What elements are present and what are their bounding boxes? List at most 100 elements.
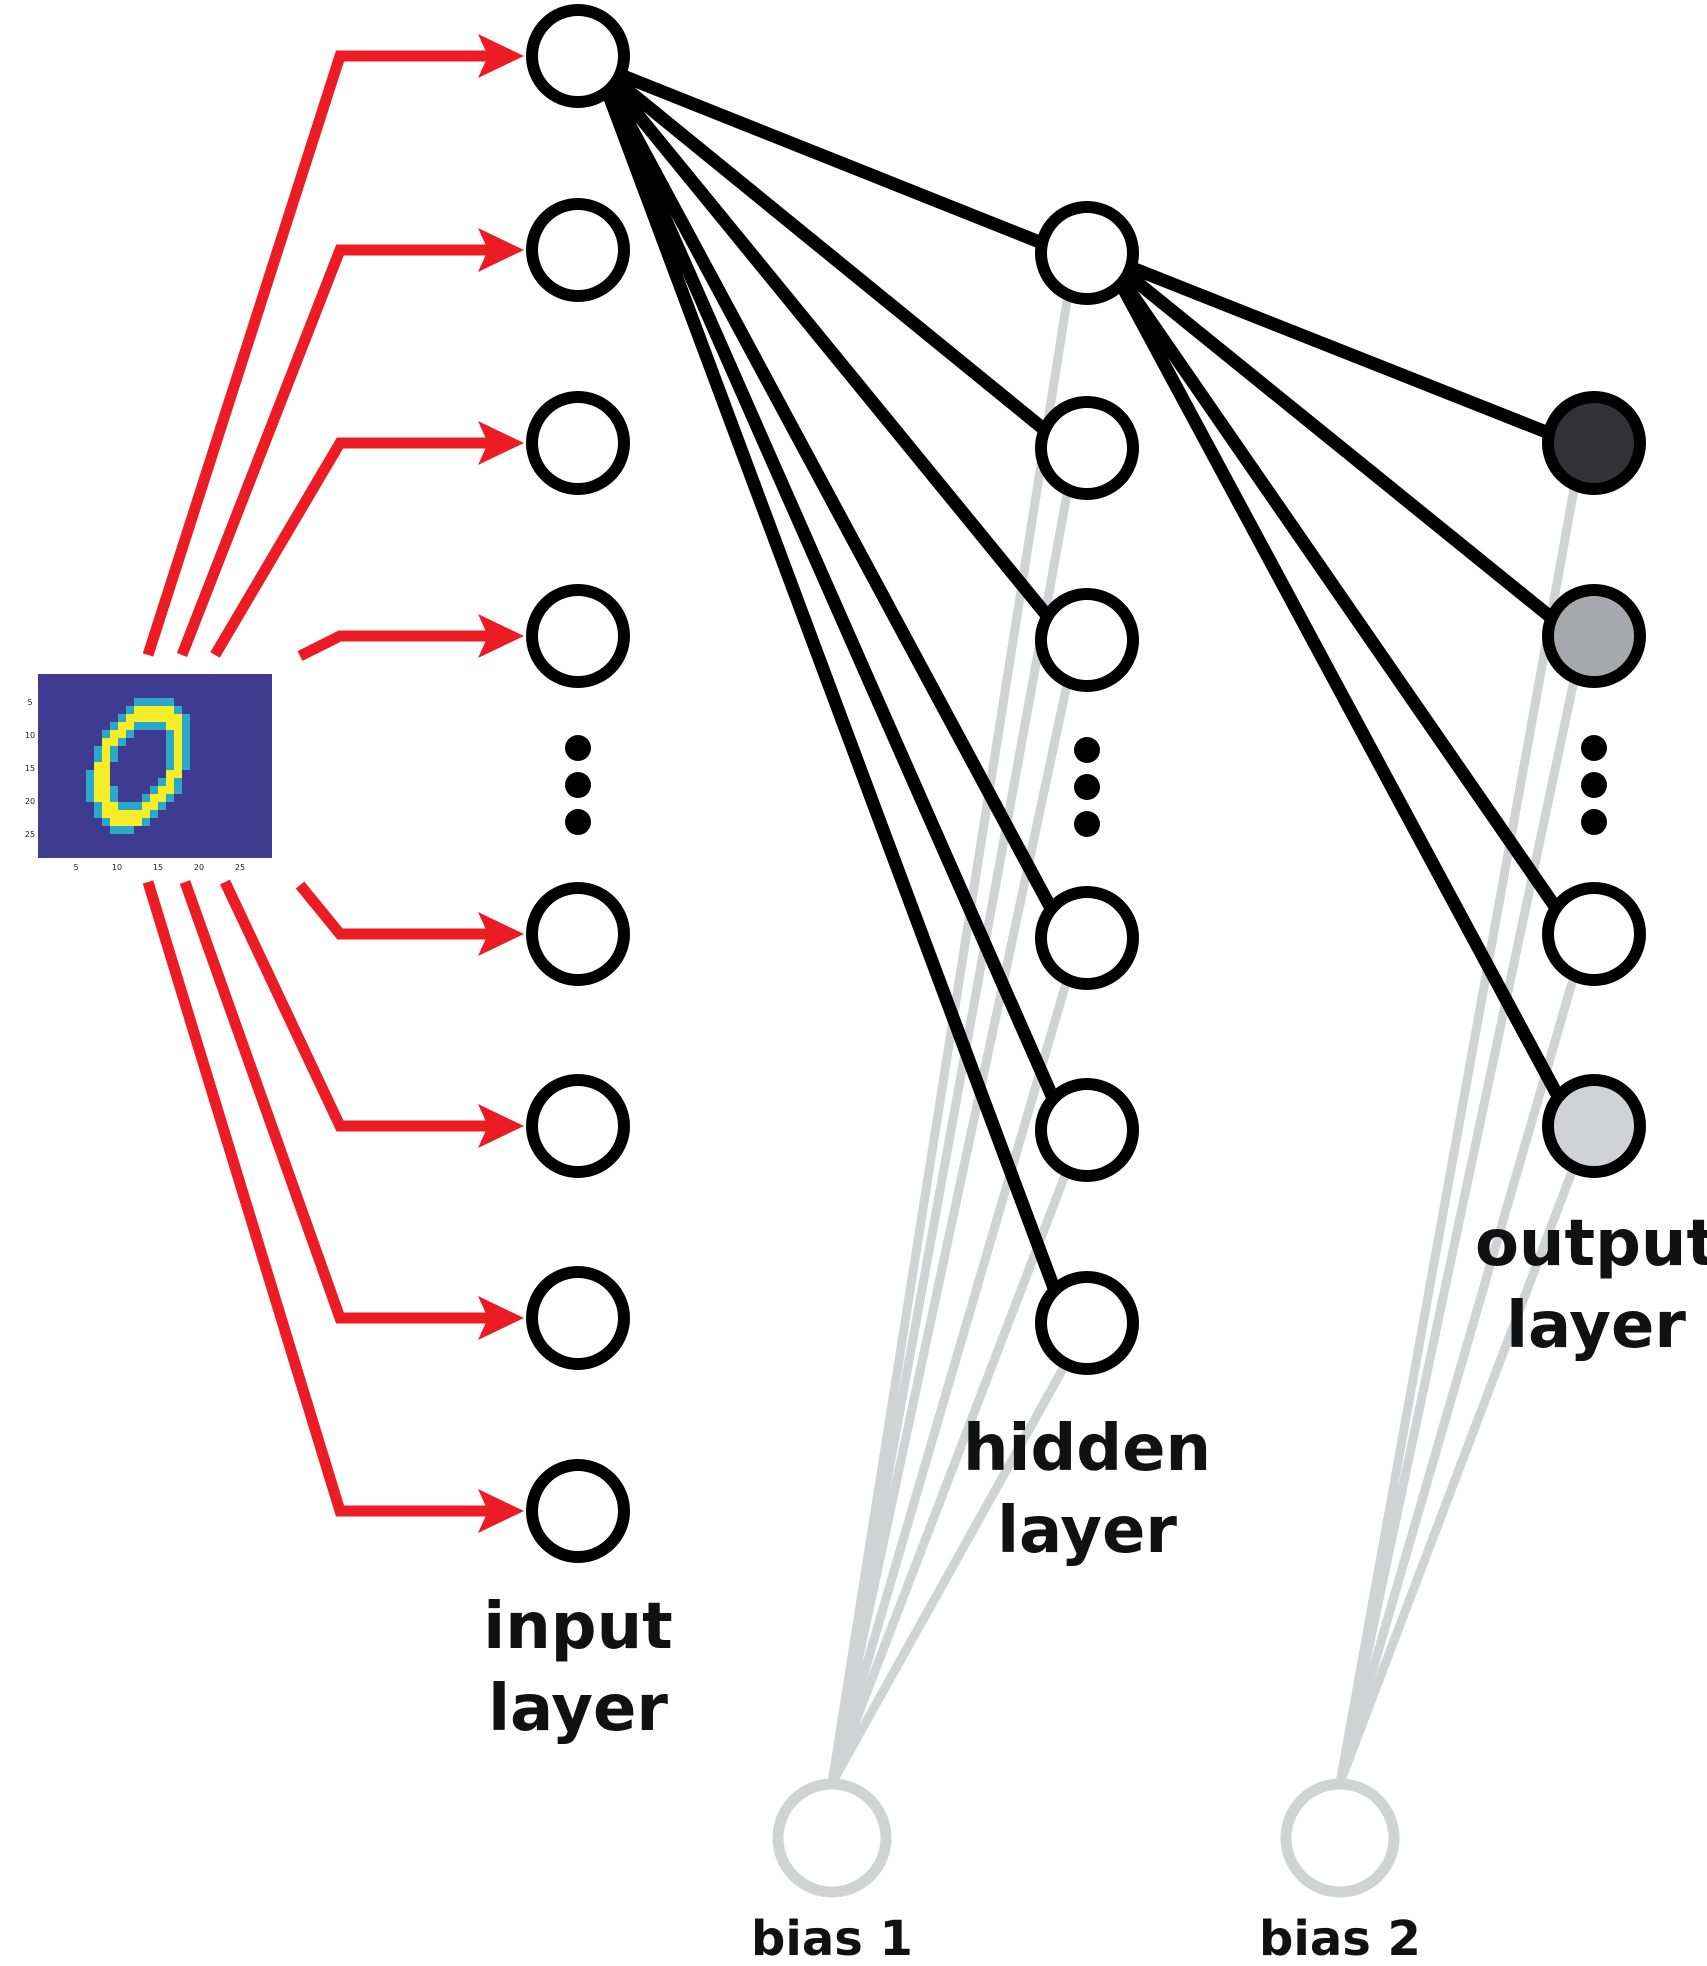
digit-pixel xyxy=(158,698,166,706)
hidden-ellipsis-dot xyxy=(1074,737,1100,763)
digit-pixel xyxy=(174,754,182,762)
digit-pixel xyxy=(134,818,142,826)
digit-pixel xyxy=(166,762,174,770)
weight-input-hidden xyxy=(593,60,1072,454)
hidden-ellipsis-dot xyxy=(1074,774,1100,800)
digit-x-tick: 25 xyxy=(235,863,245,872)
digit-pixel xyxy=(166,738,174,746)
digit-pixel xyxy=(182,746,190,754)
digit-pixel xyxy=(174,762,182,770)
digit-x-tick: 5 xyxy=(73,863,78,872)
bias1-link xyxy=(827,287,1074,1784)
digit-pixel xyxy=(158,802,166,810)
digit-pixel xyxy=(166,778,174,786)
digit-pixel xyxy=(182,762,190,770)
digit-pixel xyxy=(102,738,110,746)
digit-pixel xyxy=(166,706,174,714)
digit-pixel xyxy=(110,746,118,754)
digit-pixel xyxy=(102,802,110,810)
input-arrow-line xyxy=(176,244,500,657)
bias-connections xyxy=(827,287,1581,1786)
digit-pixels xyxy=(86,698,190,834)
hidden-node xyxy=(1035,1271,1139,1375)
digit-pixel xyxy=(86,770,94,778)
digit-x-tick: 15 xyxy=(153,863,163,872)
digit-pixel xyxy=(118,826,126,834)
digit-pixel xyxy=(110,754,118,762)
digit-pixel xyxy=(182,754,190,762)
input-arrow-head xyxy=(478,421,524,465)
weight-input-hidden xyxy=(595,59,1070,260)
digit-pixel xyxy=(102,810,110,818)
weight-input-hidden xyxy=(592,62,1073,942)
digit-pixel xyxy=(158,722,166,730)
output-layer-label-line2: layer xyxy=(1506,1289,1686,1363)
digit-pixel xyxy=(142,794,150,802)
input-arrow-line xyxy=(179,880,500,1324)
digit-pixel xyxy=(102,794,110,802)
bias1-link xyxy=(828,1355,1073,1786)
weight-connections xyxy=(591,59,1580,1326)
digit-pixel xyxy=(110,818,118,826)
weight-hidden-output xyxy=(1104,251,1577,450)
digit-x-ticks: 5 10 15 20 25 xyxy=(73,863,245,872)
digit-pixel xyxy=(102,818,110,826)
digit-x-tick: 10 xyxy=(112,863,122,872)
digit-pixel xyxy=(134,706,142,714)
digit-pixel xyxy=(134,810,142,818)
digit-pixel xyxy=(126,722,134,730)
digit-pixel xyxy=(126,714,134,722)
digit-pixel xyxy=(174,730,182,738)
digit-y-tick: 15 xyxy=(25,764,35,773)
digit-pixel xyxy=(174,746,182,754)
output-node xyxy=(1542,391,1646,495)
input-node xyxy=(526,391,630,495)
digit-pixel xyxy=(166,786,174,794)
input-layer-nodes xyxy=(526,4,630,1563)
digit-y-tick: 10 xyxy=(25,731,35,740)
digit-x-tick: 20 xyxy=(194,863,204,872)
hidden-node xyxy=(1035,201,1139,305)
digit-pixel xyxy=(126,802,134,810)
digit-pixel xyxy=(102,730,110,738)
bias2-link xyxy=(1335,477,1581,1784)
digit-pixel xyxy=(142,706,150,714)
digit-pixel xyxy=(166,754,174,762)
weight-hidden-output xyxy=(1101,254,1580,938)
input-arrow-line xyxy=(210,437,500,658)
digit-pixel xyxy=(166,730,174,738)
digit-pixel xyxy=(134,722,142,730)
digit-pixel xyxy=(158,714,166,722)
input-node xyxy=(526,1459,630,1563)
digit-pixel xyxy=(118,810,126,818)
input-ellipsis-dot xyxy=(565,809,591,835)
digit-pixel xyxy=(110,794,118,802)
bias2-link xyxy=(1335,670,1581,1784)
digit-pixel xyxy=(110,802,118,810)
weight-input-hidden xyxy=(592,61,1073,645)
weight-hidden-output xyxy=(1102,252,1579,642)
digit-pixel xyxy=(126,818,134,826)
weight-hidden-output xyxy=(1101,254,1580,1130)
input-node xyxy=(526,4,630,108)
hidden-ellipsis-dot xyxy=(1074,811,1100,837)
bias2-node xyxy=(1280,1778,1400,1898)
digit-pixel xyxy=(166,722,174,730)
digit-pixel xyxy=(150,722,158,730)
output-layer-label-line1: output xyxy=(1475,1207,1707,1281)
bias1-link xyxy=(827,482,1074,1784)
digit-pixel xyxy=(110,810,118,818)
digit-pixel xyxy=(118,714,126,722)
digit-pixel xyxy=(142,698,150,706)
output-ellipsis-dot xyxy=(1581,809,1607,835)
input-arrow-head xyxy=(478,1296,524,1340)
digit-pixel xyxy=(126,826,134,834)
digit-pixel xyxy=(142,802,150,810)
digit-pixel xyxy=(86,786,94,794)
digit-pixel xyxy=(142,714,150,722)
digit-pixel xyxy=(102,778,110,786)
digit-pixel xyxy=(166,770,174,778)
digit-y-tick: 5 xyxy=(27,698,32,707)
weight-input-hidden xyxy=(592,63,1073,1133)
